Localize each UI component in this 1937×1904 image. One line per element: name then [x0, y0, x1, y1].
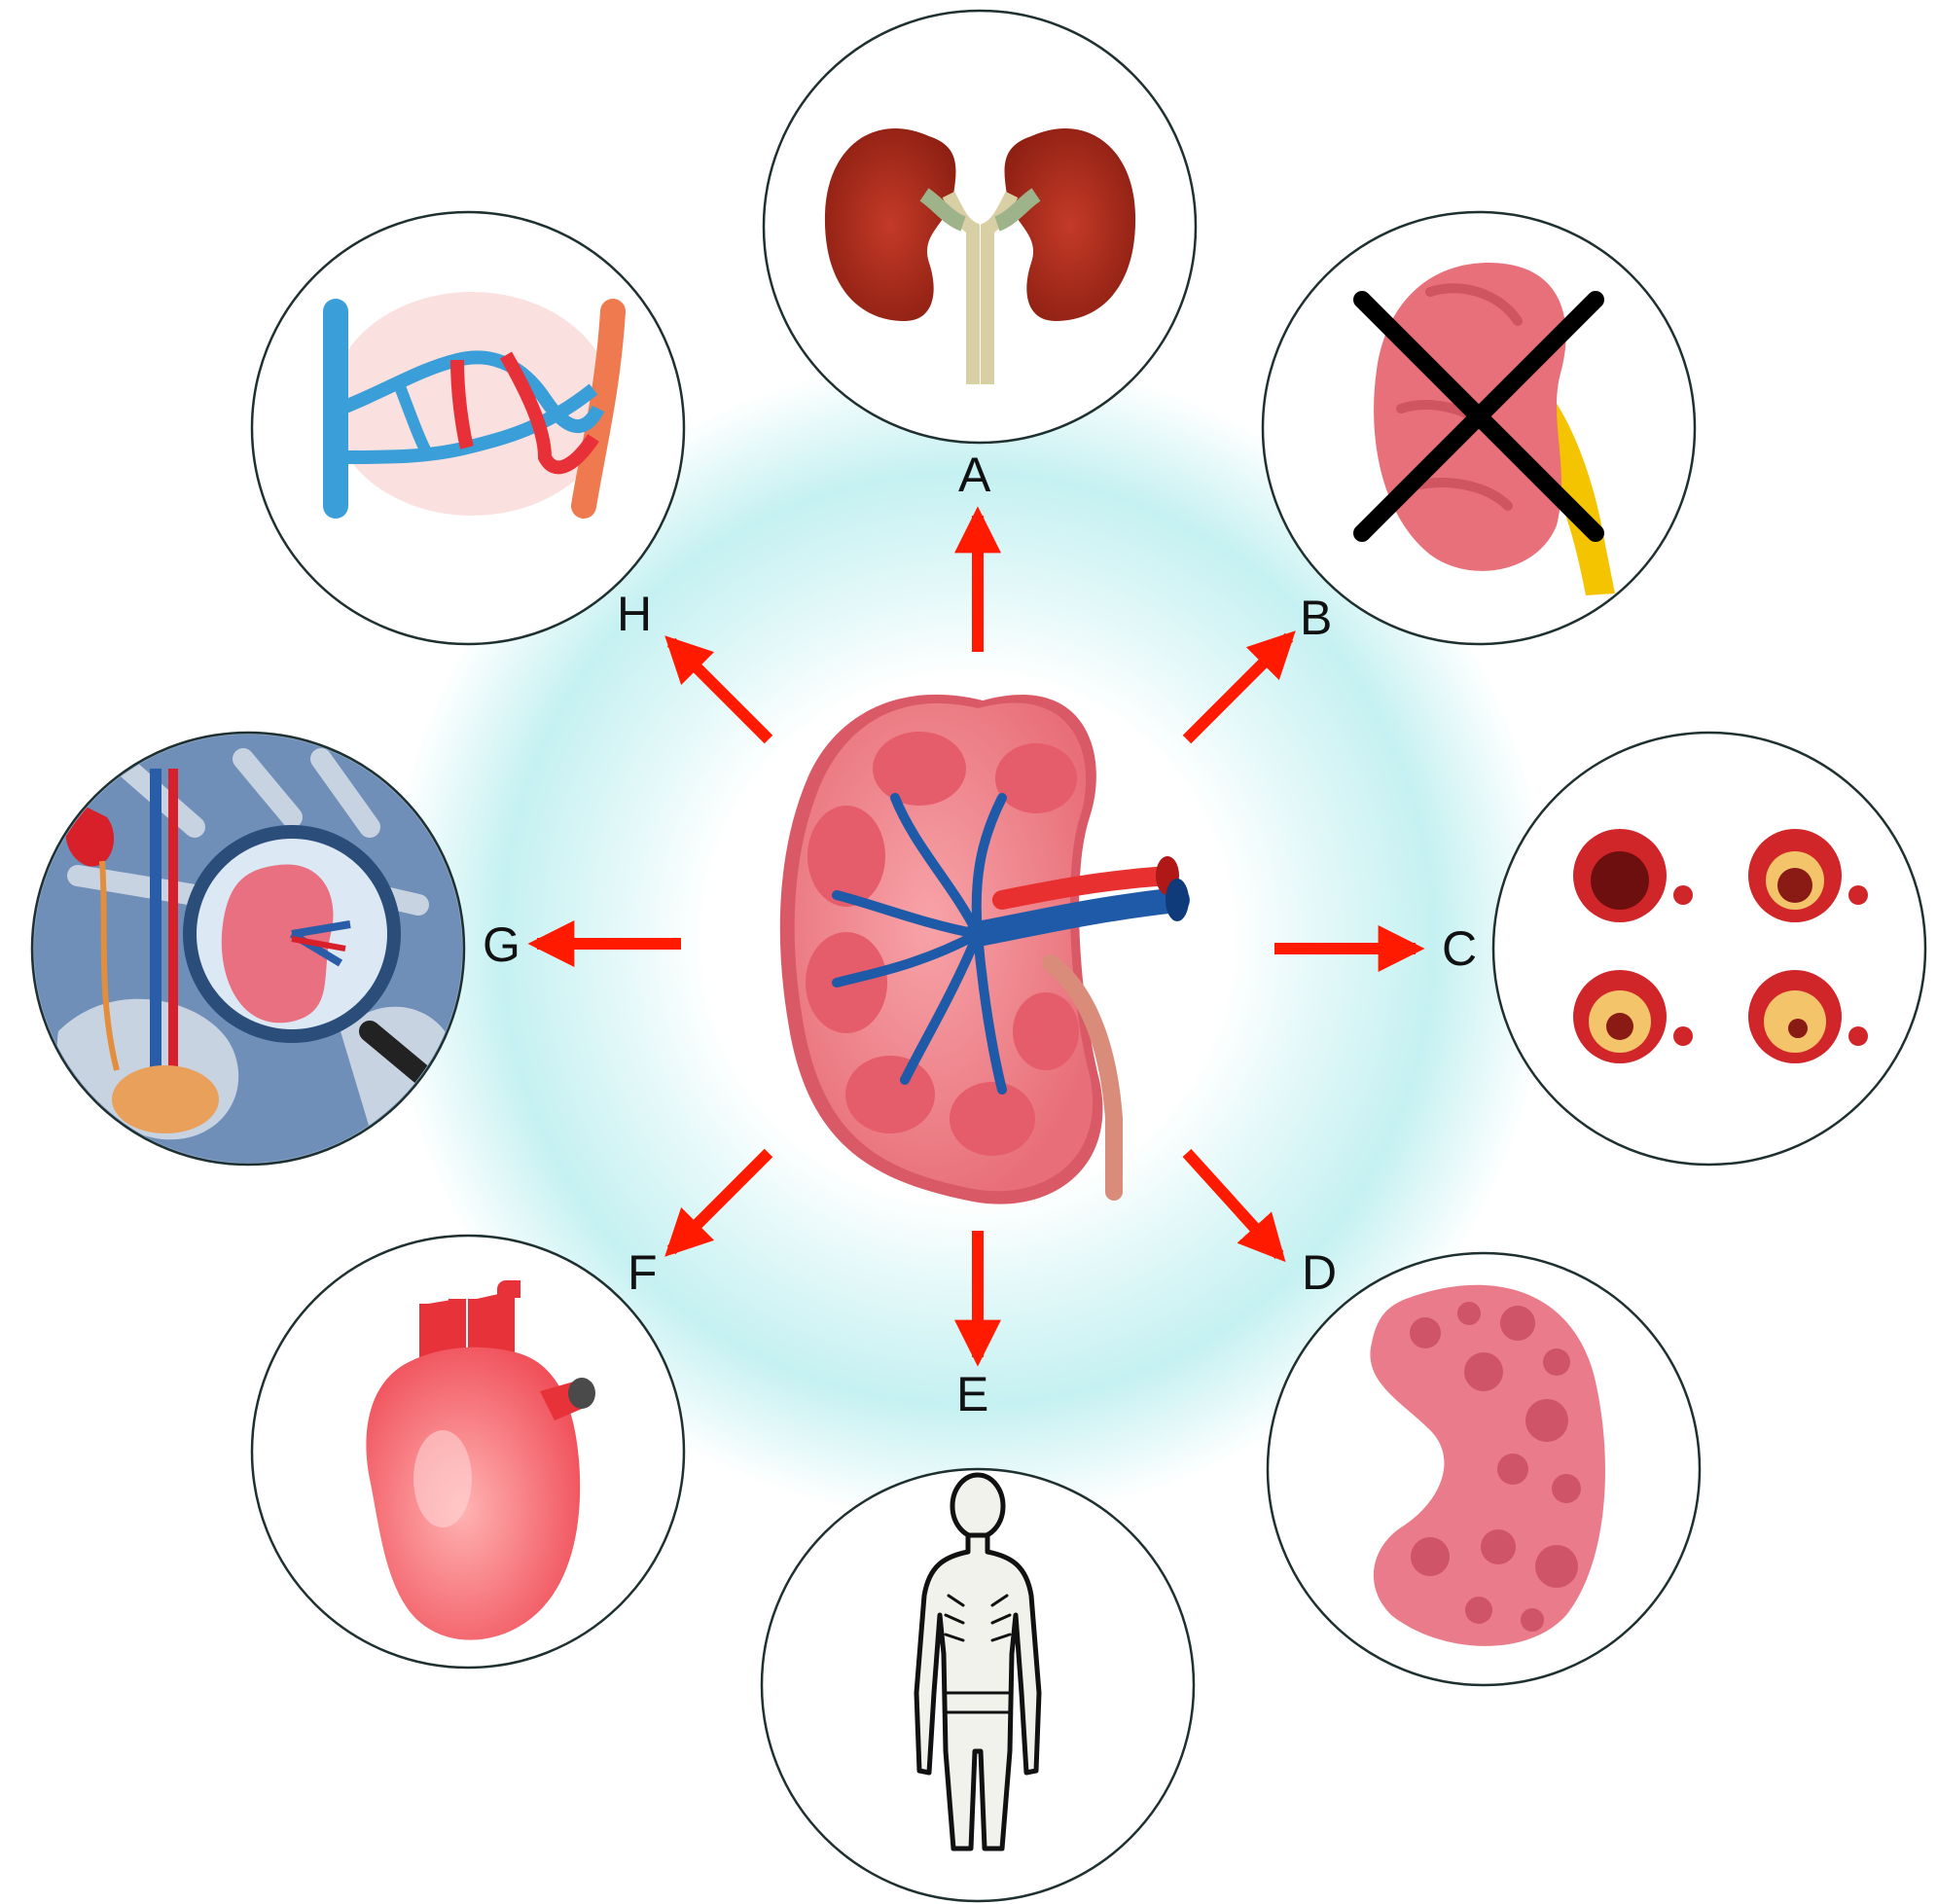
node-b [1261, 210, 1697, 646]
arrow-to-b [1182, 630, 1296, 744]
crossed-out-kidney-icon [1353, 263, 1615, 595]
arrows [527, 506, 1425, 1367]
node-h [250, 210, 686, 646]
label-e: E [956, 1367, 988, 1421]
arrow-to-d [1182, 1148, 1286, 1263]
center-kidney-icon [779, 694, 1190, 1204]
polycystic-kidney-icon [1370, 1284, 1605, 1646]
atherosclerotic-arteries-icon [1573, 829, 1868, 1063]
arrow-to-f [664, 1148, 773, 1257]
heart-icon [366, 1280, 595, 1640]
label-a: A [958, 448, 991, 502]
label-b: B [1300, 591, 1332, 645]
node-g [30, 731, 466, 1167]
kidney-pair-icon [824, 127, 1136, 384]
label-c: C [1442, 921, 1477, 976]
node-d [1266, 1251, 1702, 1687]
node-c [1491, 731, 1927, 1167]
label-g: G [483, 917, 520, 972]
label-f: F [628, 1245, 658, 1300]
node-f [250, 1234, 686, 1670]
label-d: D [1302, 1245, 1337, 1300]
arrow-to-h [664, 635, 773, 744]
emaciated-person-icon [914, 1472, 1042, 1851]
capillary-network-icon [323, 292, 626, 519]
label-h: H [617, 587, 652, 641]
node-a [762, 9, 1198, 445]
node-e [760, 1467, 1196, 1903]
